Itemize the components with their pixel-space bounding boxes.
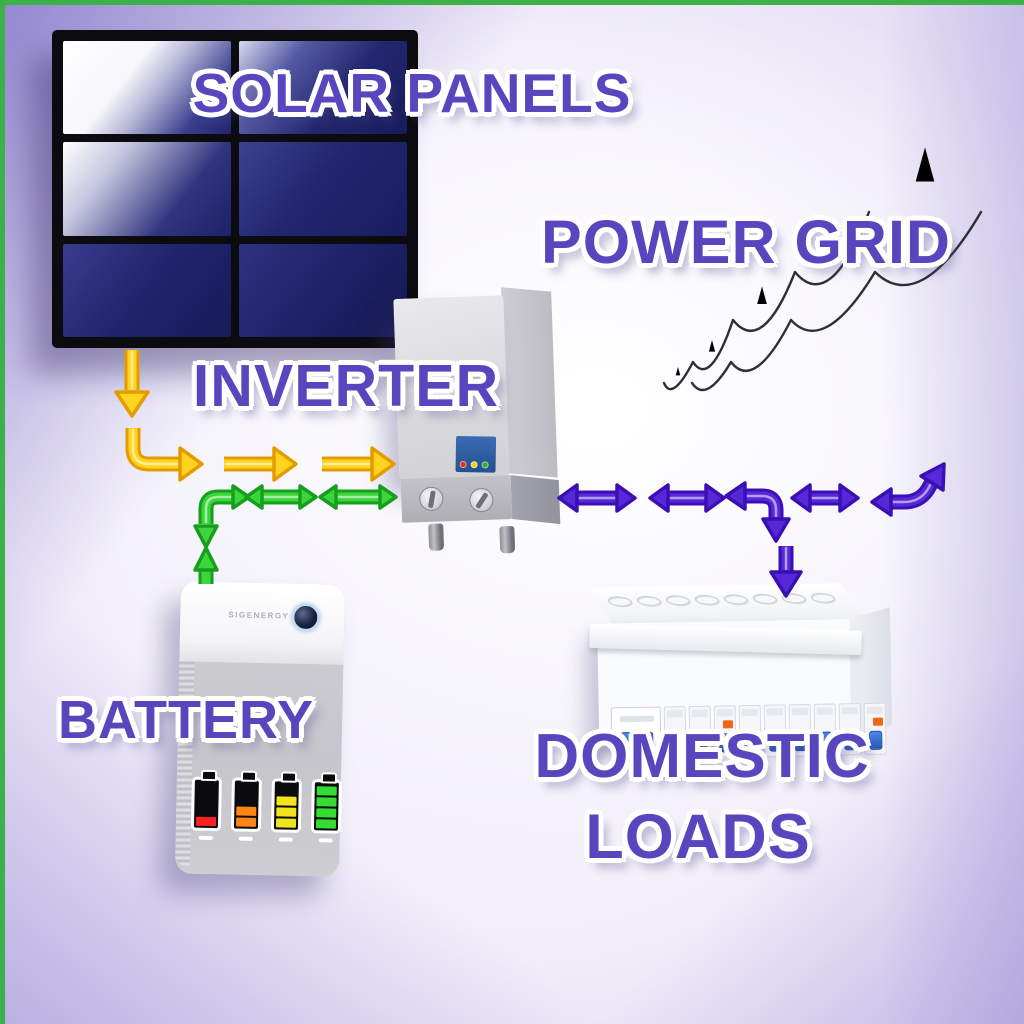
label-solar-panels: SOLAR PANELS [192,62,632,124]
solar-to-inverter-arrow-2 [322,446,396,482]
battery-level-icon-orange [230,777,262,833]
power-grid-towers [662,135,984,445]
test-button [872,717,884,726]
knockout-oval [662,595,694,607]
knockout-oval [691,594,723,606]
battery-level-icon-yellow [270,778,302,833]
inverter-side-face [500,287,558,478]
label-power-grid: POWER GRID [541,208,951,276]
battery-top-panel: SIGENERGY [179,581,346,665]
inverter-lower-band [400,475,513,523]
solar-cell [63,243,231,337]
label-inverter: INVERTER [192,353,500,419]
knockout-oval [604,596,636,608]
inverter-grid-arrow-2 [648,483,726,513]
battery-indicator-lens [292,603,320,632]
solar-cell [239,243,407,337]
green-border-top [0,0,1024,5]
inverter-knob [468,487,494,513]
battery-inverter-arrow-1 [244,484,318,510]
transmission-tower [692,336,732,440]
label-domestic: DOMESTIC [534,722,870,791]
solar-to-inverter-arrow-curve [125,428,204,482]
battery-inverter-arrow-2 [318,484,398,510]
transmission-tower [663,364,693,440]
battery-level-icon-red [190,776,222,832]
label-loads: LOADS [585,802,811,872]
transmission-tower [731,280,793,440]
green-border-left [0,0,5,1024]
battery-charge-indicators [190,776,342,834]
grid-to-loads-branch-arrow [724,481,791,543]
label-battery: BATTERY [58,690,314,750]
knockout-oval [778,593,810,605]
inverter-lower-side [510,475,561,525]
inverter-display [455,435,497,473]
led-red [459,460,467,469]
battery-level-icon-green [310,779,342,834]
inverter-pipe [428,523,445,551]
knockout-oval [720,594,752,606]
battery-up-arrow [193,546,219,584]
knob-slot [474,491,489,509]
breaker-toggle [869,730,883,750]
inverter-status-leds [459,460,492,469]
knockout-oval [749,593,781,605]
solar-cell [239,142,407,236]
knockout-oval [633,595,665,607]
knob-slot [427,490,436,508]
led-green [481,461,489,469]
grid-upward-curve-arrow [870,462,946,517]
transmission-tower [866,135,984,445]
battery-inverter-arrow-curve [193,484,251,549]
led-yellow [470,461,478,469]
battery-brand-logo: SIGENERGY [228,610,290,621]
inverter-knob [418,486,444,512]
inverter-unit [393,283,573,579]
solar-to-inverter-arrow-1 [224,446,298,482]
inverter-grid-arrow-3 [790,483,860,513]
solar-cell [63,142,231,236]
inverter-pipe [499,525,516,554]
solar-to-inverter-arrow-down [114,350,150,418]
knockout-oval [807,592,839,604]
